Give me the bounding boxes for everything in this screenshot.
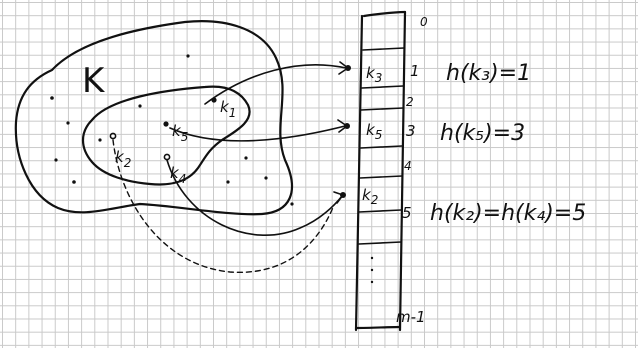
- index-label-5: 5: [402, 204, 412, 222]
- hash-table-bottom: [354, 325, 402, 330]
- slot1-entry-dot: [345, 65, 351, 71]
- key-k2-label: k2: [115, 148, 131, 170]
- arrow-k2-to-slot5: [112, 139, 335, 273]
- ellipsis-dot: [370, 280, 374, 284]
- index-label-0: 0: [420, 15, 428, 29]
- slot5-content: k2: [362, 186, 378, 207]
- universe-dot: [50, 96, 54, 100]
- hash-table-right-edge: [398, 10, 407, 332]
- universe-outline: [14, 20, 294, 216]
- universe-dot: [226, 180, 230, 184]
- hash-table: [354, 10, 407, 332]
- universe-dot: [244, 156, 248, 160]
- slot3-entry-dot: [344, 123, 350, 129]
- index-label-4: 4: [404, 159, 412, 173]
- universe-dot: [66, 121, 70, 125]
- arrow-k4-to-slot5: [166, 159, 343, 236]
- key-k5-point: [163, 121, 169, 127]
- slot-divider: [360, 107, 404, 111]
- slot-divider: [361, 85, 404, 89]
- universe-dot: [72, 180, 76, 184]
- index-label-m-minus-1: m-1: [396, 308, 426, 326]
- slot5-entry-dot: [340, 192, 346, 198]
- universe-dot: [54, 158, 58, 162]
- equation-h-k2-k4: h(k₂)=h(k₄)=5: [430, 201, 586, 226]
- key-k1-label: k1: [220, 98, 236, 120]
- arrow-k3-to-slot1: [204, 64, 347, 105]
- slot-divider: [362, 47, 405, 51]
- ellipsis-dot: [370, 256, 374, 260]
- arrow-k5-to-slot3: [169, 125, 346, 142]
- universe-dot: [290, 202, 294, 206]
- slot-divider: [358, 241, 402, 245]
- equation-h-k3: h(k₃)=1: [446, 61, 531, 86]
- hash-table-left-edge: [354, 14, 364, 332]
- universe-dot: [186, 54, 190, 58]
- slot-divider: [358, 209, 402, 213]
- universe-dot: [138, 104, 142, 108]
- slot3-content: k5: [366, 121, 382, 142]
- equation-h-k5: h(k₅)=3: [440, 121, 525, 146]
- key-k4-label: k4: [170, 164, 186, 186]
- ellipsis-dot: [370, 268, 374, 272]
- slot-divider: [360, 145, 403, 149]
- index-label-2: 2: [406, 95, 414, 109]
- hash-table-top: [362, 10, 407, 18]
- key-k4-point: [163, 153, 171, 161]
- keys-set-outline: [81, 85, 251, 186]
- universe-label: K: [82, 61, 106, 101]
- universe-elements: [50, 54, 294, 206]
- universe-dot: [264, 176, 268, 180]
- key-k2-point: [109, 132, 117, 140]
- slot-divider: [359, 175, 403, 179]
- slot1-content: k3: [366, 64, 382, 85]
- universe-dot: [98, 138, 102, 142]
- index-label-3: 3: [406, 122, 416, 140]
- index-label-1: 1: [410, 62, 420, 80]
